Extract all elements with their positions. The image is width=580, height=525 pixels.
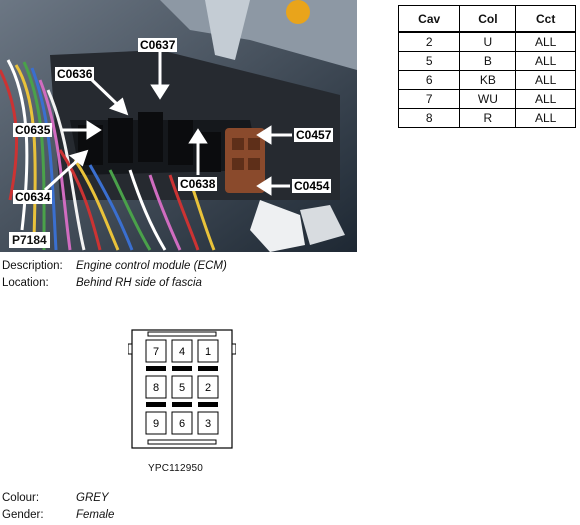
connector-latch-left	[128, 343, 133, 355]
cavity-table: Cav Col Cct 2 U ALL 5 B ALL 6 KB ALL 7 W…	[397, 5, 576, 128]
callout-c0638: C0638	[178, 177, 218, 191]
pin-number: 9	[153, 418, 159, 430]
col-cell: U	[459, 31, 517, 52]
pin-separator	[198, 366, 218, 371]
pin-separator	[198, 402, 218, 407]
pin-number: 2	[205, 382, 211, 394]
table-header-row: Cav Col Cct	[397, 5, 576, 33]
cav-cell: 2	[397, 31, 461, 52]
pin-cavity	[145, 411, 167, 435]
gender-label: Gender:	[2, 509, 44, 521]
description-value: Engine control module (ECM)	[76, 260, 227, 272]
cct-cell: ALL	[515, 70, 576, 90]
cav-cell: 7	[397, 89, 461, 109]
pin-separator	[146, 366, 166, 371]
gender-row: Gender: Female	[2, 508, 114, 522]
pin-cavity	[197, 375, 219, 399]
cav-cell: 8	[397, 108, 461, 128]
callout-c0634: C0634	[13, 190, 53, 204]
cct-cell: ALL	[515, 89, 576, 109]
connector-location-photo: C0637 C0636 C0635 C0634 C0638 C0457 C045…	[0, 0, 357, 252]
photo-illustration	[0, 0, 357, 252]
colour-value: GREY	[76, 492, 109, 504]
pin-cavity	[171, 411, 193, 435]
pin-cavity	[171, 375, 193, 399]
table-row: 5 B ALL	[397, 51, 576, 71]
col-cell: B	[459, 51, 517, 71]
callout-c0635: C0635	[13, 123, 53, 137]
cav-cell: 6	[397, 70, 461, 90]
pin-separator	[172, 402, 192, 407]
location-value: Behind RH side of fascia	[76, 277, 202, 289]
callout-c0454: C0454	[292, 179, 332, 193]
pin-number: 6	[179, 418, 185, 430]
connector-latch-right	[231, 343, 236, 355]
connector-bottom-rib	[147, 439, 217, 445]
callout-c0636: C0636	[55, 67, 95, 81]
pin-cavity	[171, 339, 193, 363]
table-row: 8 R ALL	[397, 108, 576, 128]
pin-separator	[172, 366, 192, 371]
col-cell: WU	[459, 89, 517, 109]
callout-c0457: C0457	[294, 128, 334, 142]
pin-number: 8	[153, 382, 159, 394]
header-col: Col	[459, 5, 517, 33]
photo-id-label: P7184	[9, 232, 50, 248]
cct-cell: ALL	[515, 31, 576, 52]
pin-separator	[146, 402, 166, 407]
cct-cell: ALL	[515, 51, 576, 71]
cav-cell: 5	[397, 51, 461, 71]
pin-number: 4	[179, 346, 185, 358]
connector-face-diagram: 7 4 1 8 5 2 9 6 3	[128, 329, 236, 449]
colour-row: Colour: GREY	[2, 491, 109, 505]
col-cell: R	[459, 108, 517, 128]
table-row: 7 WU ALL	[397, 89, 576, 109]
pin-cavity	[197, 339, 219, 363]
description-row: Description: Engine control module (ECM)	[2, 259, 227, 273]
table-row: 6 KB ALL	[397, 70, 576, 90]
cct-cell: ALL	[515, 108, 576, 128]
location-row: Location: Behind RH side of fascia	[2, 276, 202, 290]
connector-top-rib	[147, 331, 217, 337]
pin-cavity	[145, 375, 167, 399]
pin-number: 1	[205, 346, 211, 358]
description-label: Description:	[2, 260, 63, 272]
col-cell: KB	[459, 70, 517, 90]
location-label: Location:	[2, 277, 49, 289]
connector-part-number: YPC112950	[148, 463, 203, 474]
header-cct: Cct	[515, 5, 576, 33]
pin-cavity	[145, 339, 167, 363]
pin-number: 5	[179, 382, 185, 394]
colour-label: Colour:	[2, 492, 40, 504]
gender-value: Female	[76, 509, 115, 521]
callout-c0637: C0637	[138, 38, 178, 52]
header-cav: Cav	[397, 5, 461, 33]
pin-cavity	[197, 411, 219, 435]
pin-number: 3	[205, 418, 211, 430]
pin-number: 7	[153, 346, 159, 358]
table-row: 2 U ALL	[397, 31, 576, 52]
